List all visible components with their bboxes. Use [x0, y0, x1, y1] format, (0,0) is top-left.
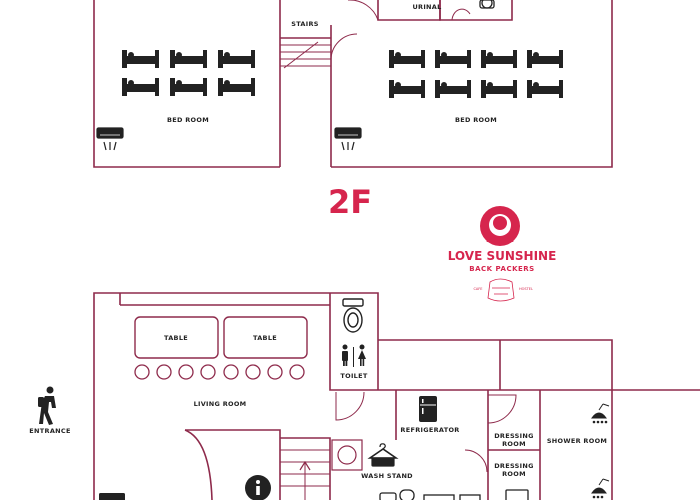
- outer-wall: [331, 0, 613, 168]
- logo-title: LOVE SUNSHINE: [448, 249, 557, 263]
- shower-icon: [591, 478, 610, 499]
- refrigerator-label: REFRIGERATOR: [400, 426, 459, 434]
- stool: [134, 364, 150, 380]
- outer-wall: [93, 0, 280, 168]
- bed-icon: [170, 78, 207, 96]
- beds-right: [389, 50, 563, 98]
- door-swing: [451, 8, 471, 21]
- floor-label: 2F: [328, 183, 372, 221]
- air-conditioner-icon: [99, 493, 125, 500]
- beds-left: [122, 50, 255, 96]
- curved-wall: [184, 429, 213, 500]
- table-2-label: TABLE: [253, 334, 277, 342]
- refrigerator-icon: [419, 396, 437, 422]
- stool: [178, 364, 194, 380]
- lower-floor: [93, 292, 700, 500]
- door-swing: [464, 449, 488, 473]
- door-swing: [348, 0, 379, 21]
- door-swing: [335, 391, 365, 421]
- bed-icon: [122, 50, 159, 68]
- wall: [378, 339, 613, 390]
- stool: [156, 364, 172, 380]
- hostel-logo: LOVE SUNSHINE BACK PACKERS CAFE HOSTEL: [448, 206, 557, 302]
- living-room-label: LIVING ROOM: [194, 400, 247, 408]
- appliances: [379, 489, 529, 500]
- toilet-icon: [479, 0, 495, 9]
- globe-sketch-icon: [487, 278, 515, 302]
- bedroom-left-label: BED ROOM: [167, 116, 209, 124]
- table-2: [223, 316, 308, 359]
- logo-subtitle: BACK PACKERS: [469, 265, 534, 273]
- stairs-rail: [283, 41, 319, 69]
- wall: [280, 437, 331, 500]
- bed-icon: [527, 50, 563, 68]
- entrance-walker-icon: [38, 386, 56, 425]
- appliance: [379, 492, 397, 500]
- toilet-fixture-icon: [342, 298, 364, 333]
- wall: [329, 293, 378, 391]
- shower-icon: [591, 403, 610, 424]
- door-swing: [487, 394, 517, 424]
- shower-room-label: SHOWER ROOM: [547, 437, 607, 445]
- wash-basin: [331, 439, 363, 471]
- dressing-room-2-line1: DRESSING: [494, 462, 534, 470]
- bed-icon: [122, 78, 159, 96]
- door-swing: [330, 33, 358, 61]
- stairs-arrow: [299, 460, 311, 471]
- wall: [439, 0, 513, 21]
- bed-icon: [218, 50, 255, 68]
- appliance: [399, 489, 415, 500]
- stool: [289, 364, 305, 380]
- stool: [223, 364, 239, 380]
- stool: [200, 364, 216, 380]
- bed-icon: [389, 80, 425, 98]
- wall: [185, 429, 281, 500]
- logo-small-left: CAFE: [473, 287, 482, 291]
- bedroom-right-label: BED ROOM: [455, 116, 497, 124]
- dressing-room-1-line2: ROOM: [502, 440, 526, 448]
- sun-face-icon: [480, 206, 520, 246]
- dressing-room-1-line1: DRESSING: [494, 432, 534, 440]
- wash-stand-label: WASH STAND: [361, 472, 413, 480]
- bed-icon: [218, 78, 255, 96]
- info-icon: [245, 475, 271, 500]
- appliance: [459, 494, 481, 500]
- toilet-label: TOILET: [340, 372, 367, 380]
- dressing-room-2-line2: ROOM: [502, 470, 526, 478]
- entrance-label: ENTRANCE: [29, 427, 70, 435]
- stool: [267, 364, 283, 380]
- table-1-label: TABLE: [164, 334, 188, 342]
- tables: [134, 316, 308, 359]
- bed-icon: [481, 50, 517, 68]
- bed-icon: [435, 50, 471, 68]
- urinal-label: URINAL: [412, 3, 441, 11]
- upper-floor: [93, 0, 613, 168]
- stools: [134, 364, 305, 380]
- wash-basin-bowl: [337, 445, 357, 465]
- appliance: [423, 494, 455, 500]
- bed-icon: [389, 50, 425, 68]
- hanger-icon: [367, 443, 399, 467]
- stairs-label: STAIRS: [291, 20, 319, 28]
- air-conditioner-icon: [334, 127, 362, 151]
- outer-wall: [93, 292, 379, 500]
- air-conditioner-icon: [96, 127, 124, 151]
- microwave: [505, 489, 529, 500]
- bed-icon: [435, 80, 471, 98]
- bed-icon: [481, 80, 517, 98]
- restroom-icon: [342, 344, 366, 367]
- bed-icon: [170, 50, 207, 68]
- logo-small-right: HOSTEL: [519, 287, 533, 291]
- table-1: [134, 316, 219, 359]
- stool: [245, 364, 261, 380]
- bed-icon: [527, 80, 563, 98]
